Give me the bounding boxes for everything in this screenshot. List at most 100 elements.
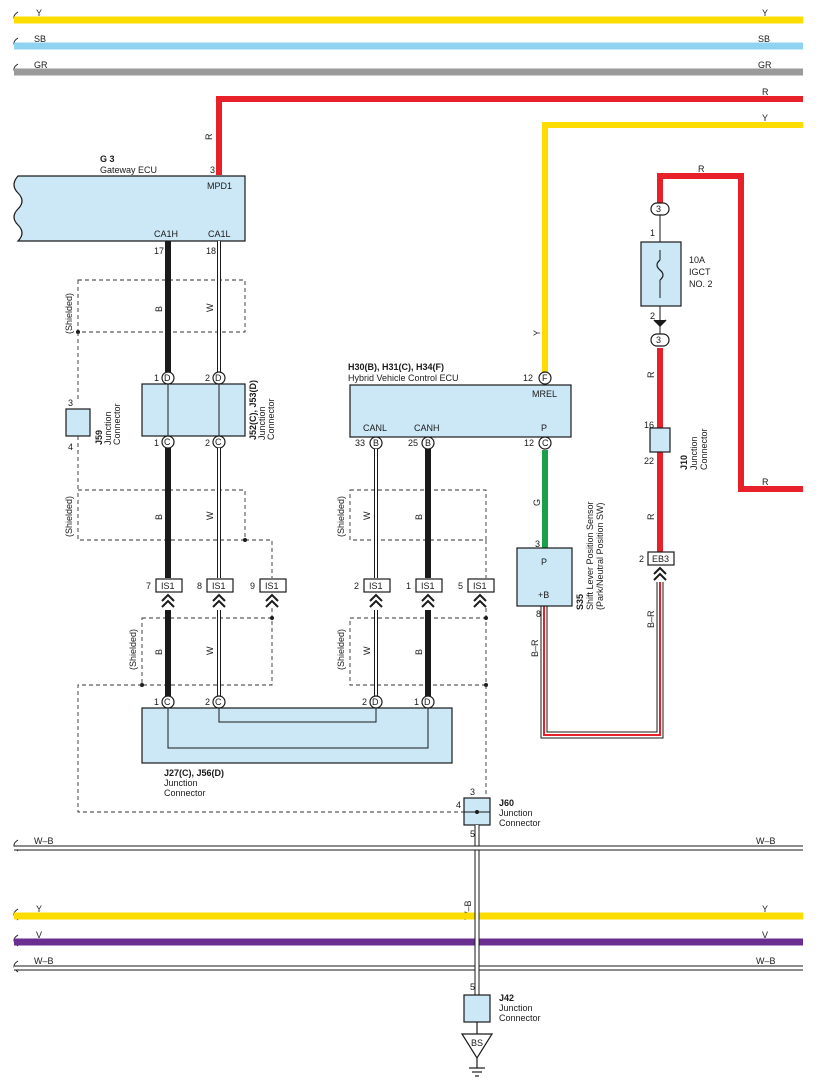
wire-br-s35-eb3: B–R B–R xyxy=(530,582,664,739)
bus-label-gr-left: GR xyxy=(34,60,48,70)
j10-pin-top: 16 xyxy=(644,420,654,430)
s35-code: S35 xyxy=(575,594,585,610)
j52-letter-d2: D xyxy=(215,373,222,383)
wire-label-mid-b1: B xyxy=(414,514,424,520)
bus-gray-top: GR GR xyxy=(13,60,803,76)
is1-label: IS1 xyxy=(161,581,175,591)
wire-label-mid-b2: B xyxy=(414,649,424,655)
wire-label-r-mid-right: R xyxy=(762,477,769,487)
bus-wb-bottom: W–B W–B xyxy=(13,956,803,973)
hv-name: Hybrid Vehicle Control ECU xyxy=(348,373,459,383)
is1-label: IS1 xyxy=(421,581,435,591)
ground-triangle-icon xyxy=(460,1033,494,1060)
junction-j10: 16 22 J10 Junction Connector xyxy=(644,420,709,470)
junction-j60: 3 4 5 J60 Junction Connector xyxy=(456,787,541,839)
hv-term-canl: CANL xyxy=(363,423,387,433)
wire-label-y-right: Y xyxy=(762,113,768,123)
wire-label-eb3-br: B–R xyxy=(646,610,656,628)
bus-wb-mid: W–B W–B xyxy=(13,836,803,852)
wire-label-ca1h-b: B xyxy=(154,306,164,312)
wire-label-mid-w2: W xyxy=(362,646,372,655)
fuse-pin-bot: 2 xyxy=(650,311,655,321)
bus-yellow-top: Y Y xyxy=(13,8,803,24)
s35-name2: (Park/Neutral Position SW) xyxy=(595,502,605,610)
wire-label-fuse-r: R xyxy=(698,164,705,174)
hv-letter-b2: B xyxy=(425,438,431,448)
hv-pin-canl: 33 xyxy=(355,438,365,448)
junction-j52-j53: 1 D 2 D 1 C 2 C J52(C), J53(D) Junction … xyxy=(141,371,276,449)
j27-letter-d1: D xyxy=(424,697,431,707)
is1-pin-number: 7 xyxy=(146,581,151,591)
chevron-icon xyxy=(265,593,279,608)
is1-pin-number: 2 xyxy=(354,581,359,591)
j52-letter-c1: C xyxy=(164,437,171,447)
wire-label-ca1l-w: W xyxy=(205,303,215,312)
wire-label-j60-wb: W–B xyxy=(463,900,473,920)
j52-pin-d1: 1 xyxy=(154,373,159,383)
junction-j42: 5 J42 Junction Connector BS xyxy=(460,982,541,1077)
fuse-conn-bot: 3 xyxy=(656,335,661,345)
shielded-label-1: (Shielded) xyxy=(64,293,74,334)
g3-term-ca1h: CA1H xyxy=(154,229,178,239)
g3-code: G 3 xyxy=(100,154,115,164)
fuse-box xyxy=(640,241,682,307)
g3-term-mpd1: MPD1 xyxy=(207,181,232,191)
j42-name1: Junction xyxy=(499,1003,533,1013)
j52-name2: Connector xyxy=(266,398,276,440)
hv-pin-p: 12 xyxy=(524,438,534,448)
s35-term-b: +B xyxy=(538,590,549,600)
is1-label: IS1 xyxy=(369,581,383,591)
wire-label-left-b2: B xyxy=(154,649,164,655)
connector-eb3: EB3 2 xyxy=(639,551,675,581)
j27-pin-c2: 2 xyxy=(205,697,210,707)
fuse-amp: 10A xyxy=(689,255,705,265)
j42-code: J42 xyxy=(499,993,514,1003)
shielded-label-3: (Shielded) xyxy=(336,496,346,537)
shielded-label-4: (Shielded) xyxy=(128,629,138,670)
wire-label-left-w2: W xyxy=(205,646,215,655)
g3-pin-top: 3 xyxy=(210,165,215,175)
chevron-icon xyxy=(473,593,487,608)
fuse-name1: IGCT xyxy=(689,267,711,277)
is1-pin9: 9 IS1 xyxy=(250,578,287,608)
bus-label-wb-mid-right: W–B xyxy=(756,836,776,846)
hv-term-p: P xyxy=(541,423,547,433)
s35-term-p: P xyxy=(541,557,547,567)
hv-term-mrel: MREL xyxy=(532,389,557,399)
is1-pin-number: 1 xyxy=(406,581,411,591)
j60-name2: Connector xyxy=(499,818,541,828)
shield-box-2 xyxy=(77,489,246,541)
fuse-arrow-icon xyxy=(653,319,667,328)
hv-term-canh: CANH xyxy=(414,423,440,433)
is1-pin5: 5 IS1 xyxy=(458,578,495,608)
bus-label-wb-mid-left: W–B xyxy=(34,836,54,846)
j59-name2: Connector xyxy=(112,403,122,445)
wire-red-g3-mpd1: R R xyxy=(204,87,803,175)
eb3-label: EB3 xyxy=(652,554,669,564)
ground-icon xyxy=(469,1067,485,1077)
g3-name: Gateway ECU xyxy=(100,165,157,175)
is1-pin-number: 8 xyxy=(197,581,202,591)
is1-pin7: 7 IS1 xyxy=(146,578,183,608)
j10-pin-bot: 22 xyxy=(644,456,654,466)
bus-label-v-right: V xyxy=(762,930,768,940)
ground-label-bs: BS xyxy=(471,1038,483,1048)
j59-name1: Junction xyxy=(103,411,113,445)
j59-pin-bot: 4 xyxy=(68,442,73,452)
j59-code: J59 xyxy=(94,430,104,445)
j60-pin-top: 3 xyxy=(470,787,475,797)
fuse-pin-top: 1 xyxy=(650,228,655,238)
wire-label-mrel-y: Y xyxy=(532,330,542,336)
j52-letter-d1: D xyxy=(164,373,171,383)
shield-box-5 xyxy=(349,617,487,686)
eb3-chevron-icon xyxy=(653,566,667,581)
shield-box-3 xyxy=(349,489,487,541)
shield-box-4 xyxy=(141,617,273,686)
fuse-name2: NO. 2 xyxy=(689,279,713,289)
j27-letter-c2: C xyxy=(215,697,222,707)
j42-pin-top: 5 xyxy=(470,982,475,992)
j60-pin-bot: 5 xyxy=(470,829,475,839)
j60-code: J60 xyxy=(499,798,514,808)
j10-code: J10 xyxy=(679,455,689,470)
